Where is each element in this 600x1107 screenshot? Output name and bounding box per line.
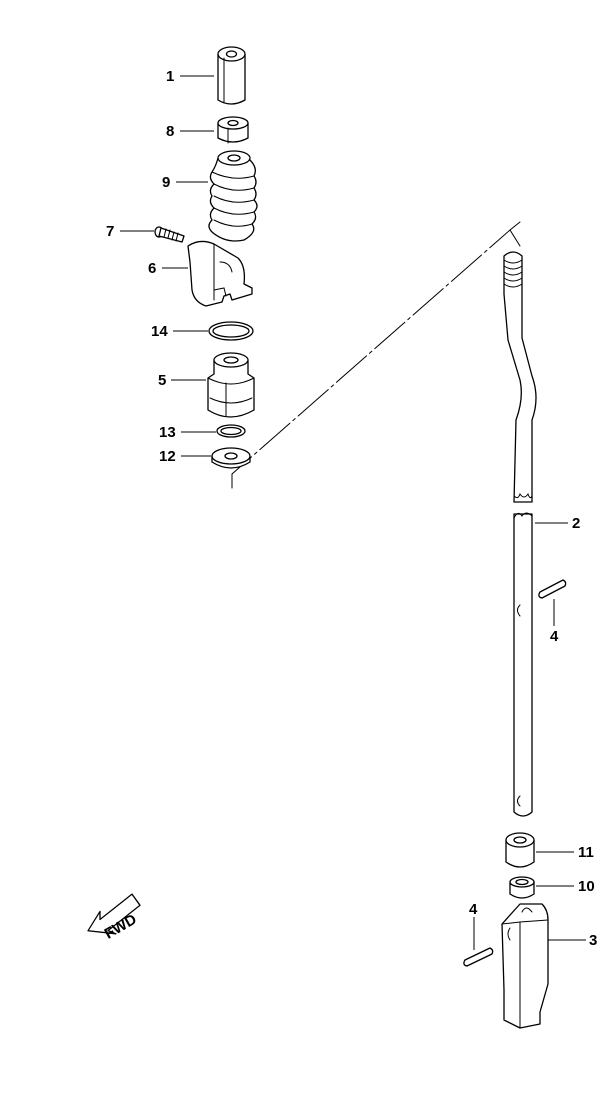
part-2-shift-rod — [503, 251, 537, 817]
part-4-pin-lower — [463, 947, 494, 967]
callout-11: 11 — [578, 844, 594, 861]
part-6-bracket — [187, 240, 253, 307]
part-4-pin-upper — [538, 579, 567, 599]
part-14-o-ring — [208, 321, 254, 341]
callout-7: 7 — [106, 223, 114, 240]
part-10-collar — [509, 876, 535, 899]
callout-5: 5 — [158, 372, 166, 389]
part-12-washer — [211, 447, 251, 469]
callout-13: 13 — [159, 424, 176, 441]
callout-4-upper: 4 — [550, 628, 559, 645]
callout-8: 8 — [166, 123, 174, 140]
callout-3: 3 — [589, 932, 597, 949]
callout-4-lower: 4 — [469, 901, 478, 918]
callout-1: 1 — [166, 68, 174, 85]
part-5-bushing — [207, 352, 255, 418]
callout-9: 9 — [162, 174, 170, 191]
callout-14: 14 — [151, 323, 168, 340]
callout-labels: 1 8 9 7 6 14 5 13 12 2 4 11 10 4 3 — [106, 68, 597, 949]
callout-6: 6 — [148, 260, 156, 277]
assembly-guide-line — [231, 221, 521, 489]
part-7-screw — [154, 226, 185, 243]
part-9-bellows — [208, 150, 258, 242]
callout-10: 10 — [578, 878, 595, 895]
part-3-shift-cam — [501, 903, 549, 1029]
part-11-sleeve — [505, 832, 535, 868]
callout-12: 12 — [159, 448, 176, 465]
part-8-nut — [217, 116, 249, 144]
callout-2: 2 — [572, 515, 580, 532]
part-13-ring — [216, 424, 246, 438]
part-1-cylinder — [217, 46, 246, 105]
callout-leaders — [120, 75, 586, 950]
fwd-arrow-icon: FWD — [87, 893, 141, 943]
